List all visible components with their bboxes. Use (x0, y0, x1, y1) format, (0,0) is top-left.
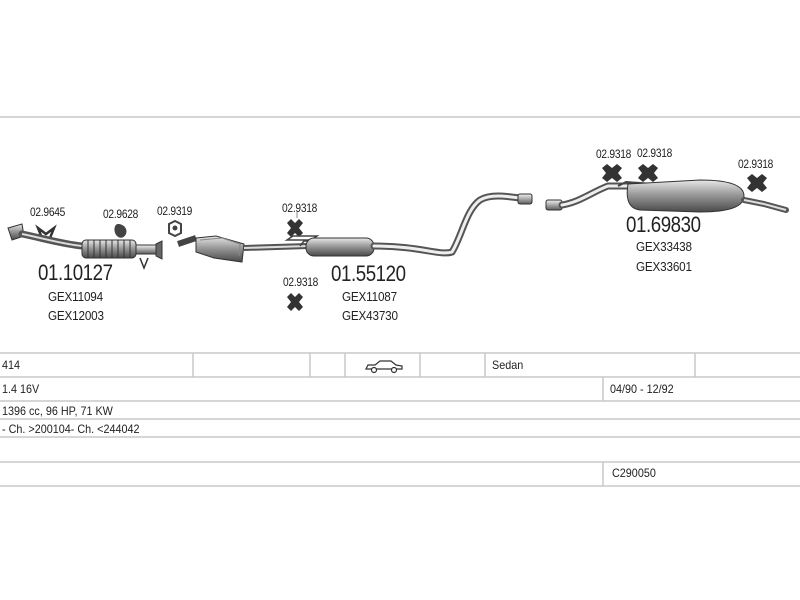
rubber-hanger-part (287, 219, 303, 237)
front-pipe-ref: GEX11094 (48, 289, 103, 304)
rubber-hanger-part (638, 164, 658, 182)
part-number-label: 02.9318 (738, 157, 774, 171)
front-pipe-ref: GEX12003 (48, 308, 104, 323)
rear-silencer-ref: GEX33601 (636, 259, 692, 274)
ring-gasket-part (168, 219, 182, 238)
part-number-label: 02.9318 (282, 201, 318, 215)
rubber-hanger-part (602, 164, 622, 182)
catalytic-converter-part (177, 235, 245, 263)
vehicle-engine: 1.4 16V (2, 382, 40, 396)
rubber-hanger-part (747, 174, 767, 192)
part-number-label: 02.9628 (103, 207, 139, 221)
vehicle-chassis: - Ch. >200104- Ch. <244042 (2, 422, 140, 436)
front-pipe-part (7, 223, 163, 271)
sedan-car-icon (364, 358, 404, 374)
part-number-label: 02.9318 (596, 147, 632, 161)
part-number-label: 02.9318 (283, 275, 319, 289)
part-number-label: 02.9645 (30, 205, 66, 219)
middle-silencer-ref: GEX11087 (342, 289, 397, 304)
rear-silencer-code: 01.69830 (626, 212, 701, 237)
middle-silencer-part (243, 192, 533, 257)
rear-silencer-part (545, 179, 789, 213)
part-number-label: 02.9318 (637, 146, 673, 160)
part-number-label: 02.9319 (157, 204, 193, 218)
vehicle-body-type: Sedan (492, 358, 524, 372)
vehicle-specs: 1396 cc, 96 HP, 71 KW (2, 404, 113, 418)
vehicle-date-range: 04/90 - 12/92 (610, 382, 674, 396)
vehicle-model: 414 (2, 358, 21, 372)
catalog-number: C290050 (612, 466, 656, 480)
rear-silencer-ref: GEX33438 (636, 239, 692, 254)
middle-silencer-ref: GEX43730 (342, 308, 398, 323)
table-grid (0, 116, 800, 487)
flange-gasket-part (114, 224, 127, 238)
rubber-hanger-part (287, 293, 303, 311)
front-pipe-code: 01.10127 (38, 260, 113, 285)
middle-silencer-code: 01.55120 (331, 261, 406, 286)
